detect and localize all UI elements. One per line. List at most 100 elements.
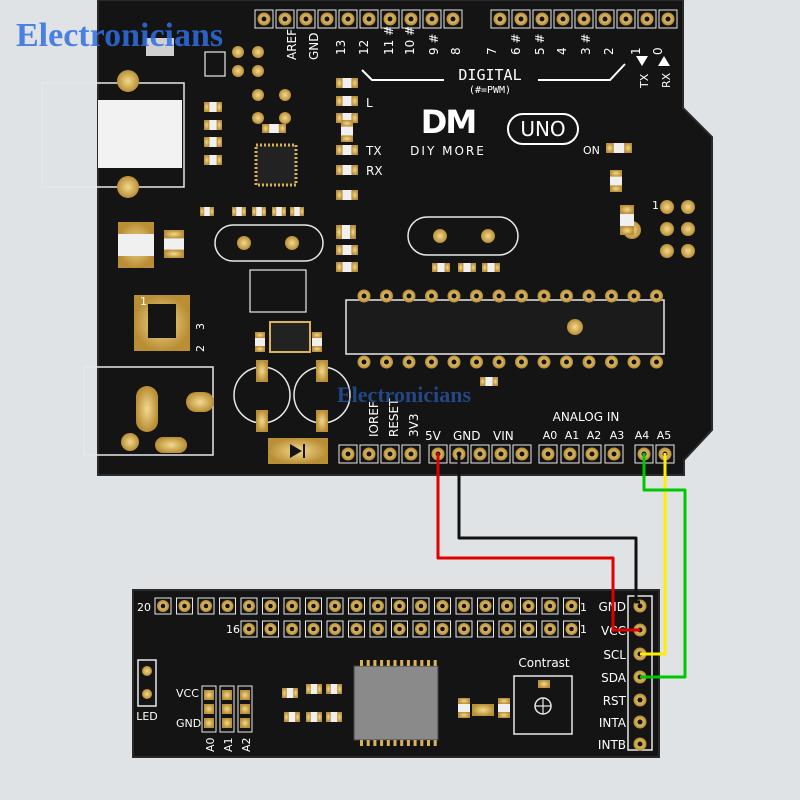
digital-header-pin bbox=[553, 9, 573, 29]
digital-pin-label: 5 # bbox=[533, 33, 547, 55]
wire-a5-to-scl bbox=[640, 453, 667, 656]
smd-part bbox=[336, 78, 358, 88]
regulator-pin-label: 3 bbox=[194, 323, 207, 330]
digital-header-pin bbox=[511, 9, 531, 29]
smd-part bbox=[232, 207, 246, 216]
smd-part bbox=[255, 332, 265, 352]
analog-title: ANALOG IN bbox=[553, 410, 620, 424]
analog-pin-label: A4 bbox=[635, 429, 650, 442]
usb-connector bbox=[41, 82, 185, 188]
wire-a4-to-sda bbox=[640, 453, 687, 679]
wire-5v-to-vcc bbox=[436, 453, 640, 632]
chip-notch bbox=[567, 319, 583, 335]
digital-header-pin bbox=[422, 9, 442, 29]
lcd-header-pin-label: SDA bbox=[601, 671, 627, 685]
row-bottom-left-label: 16 bbox=[226, 623, 240, 636]
smd-part bbox=[482, 263, 500, 272]
digital-header-pin bbox=[616, 9, 636, 29]
icsp-header bbox=[660, 200, 695, 258]
watermark-text-center: Electronicians bbox=[337, 382, 471, 407]
vcc-label: VCC bbox=[176, 687, 199, 700]
analog-pin-label: A2 bbox=[587, 429, 602, 442]
digital-pin-label: 2 bbox=[602, 47, 616, 55]
regulator bbox=[134, 295, 190, 351]
left-icsp-header bbox=[232, 46, 291, 124]
row-top-right-label: 1 bbox=[580, 601, 587, 614]
smd-part bbox=[204, 102, 222, 112]
analog-pin-label: A5 bbox=[657, 429, 672, 442]
digital-header-pin bbox=[296, 9, 316, 29]
smd-part bbox=[341, 120, 353, 142]
analog-header-pin bbox=[604, 444, 624, 464]
analog-header-pin bbox=[538, 444, 558, 464]
analog-pin-label: A0 bbox=[543, 429, 558, 442]
digital-header-pin bbox=[637, 9, 657, 29]
diode bbox=[268, 438, 328, 464]
icsp-pin-one: 1 bbox=[652, 199, 659, 212]
lcd-header-pin-label: INTB bbox=[598, 738, 626, 752]
smd-part bbox=[336, 245, 358, 255]
power-pin-label: 5V bbox=[425, 429, 442, 443]
digital-header-pin bbox=[443, 9, 463, 29]
power-header-pin bbox=[401, 444, 421, 464]
digital-header-pin bbox=[490, 9, 510, 29]
smd-part bbox=[336, 262, 358, 272]
mount-hole bbox=[117, 176, 139, 198]
digital-pin-label: 8 bbox=[449, 47, 463, 55]
power-pin-label: VIN bbox=[493, 429, 514, 443]
smd-part bbox=[606, 143, 632, 153]
power-header-pin bbox=[512, 444, 532, 464]
smd-part bbox=[252, 207, 266, 216]
gnd-label: GND bbox=[176, 717, 201, 730]
lcd-header-pin-label: RST bbox=[603, 694, 627, 708]
digital-header-pin bbox=[275, 9, 295, 29]
lcd-pin-row-16 bbox=[240, 620, 580, 638]
digital-pin-label: GND bbox=[307, 32, 321, 60]
address-pin-label: A0 bbox=[204, 737, 217, 752]
model-label: UNO bbox=[520, 117, 565, 141]
smd-part bbox=[498, 698, 510, 718]
mount-hole bbox=[117, 70, 139, 92]
lcd-smd-components bbox=[282, 684, 510, 722]
tx-arrow-icon bbox=[636, 56, 648, 66]
smd-part bbox=[204, 155, 222, 165]
analog-pin-label: A1 bbox=[565, 429, 580, 442]
smd-part bbox=[336, 225, 356, 239]
digital-pin-label: 9 # bbox=[427, 33, 441, 55]
digital-pin-label: 3 # bbox=[579, 33, 593, 55]
digital-header-pin bbox=[254, 9, 274, 29]
digital-subtitle: (#=PWM) bbox=[469, 85, 511, 96]
digital-header-pin bbox=[401, 9, 421, 29]
digital-pin-label: 10 # bbox=[403, 26, 417, 55]
smd-part bbox=[204, 137, 222, 147]
crystal-left bbox=[214, 224, 324, 262]
row-bottom-right-label: 1 bbox=[580, 623, 587, 636]
power-pin-label: GND bbox=[453, 429, 481, 443]
digital-pin-label: 0 bbox=[651, 47, 665, 55]
digital-title: DIGITAL bbox=[458, 66, 521, 84]
smd-part bbox=[458, 698, 470, 718]
power-header-pin bbox=[338, 444, 358, 464]
smd-part bbox=[306, 712, 322, 722]
digital-pin-label: 11 # bbox=[382, 26, 396, 55]
digital-pin-label: AREF bbox=[285, 29, 299, 60]
analog-header-pin bbox=[560, 444, 580, 464]
brand-name: DIY MORE bbox=[410, 144, 486, 158]
power-header-pin bbox=[470, 444, 490, 464]
on-label: ON bbox=[583, 144, 600, 157]
smd-part bbox=[284, 712, 300, 722]
model-badge bbox=[507, 113, 579, 145]
jumper-wires bbox=[436, 453, 687, 679]
l-label: L bbox=[366, 96, 373, 110]
digital-header-pin bbox=[595, 9, 615, 29]
digital-pin-label: 4 bbox=[555, 47, 569, 55]
smd-part bbox=[306, 684, 322, 694]
expander-chip bbox=[353, 660, 439, 746]
regulator-pin-label: 1 bbox=[140, 295, 147, 308]
